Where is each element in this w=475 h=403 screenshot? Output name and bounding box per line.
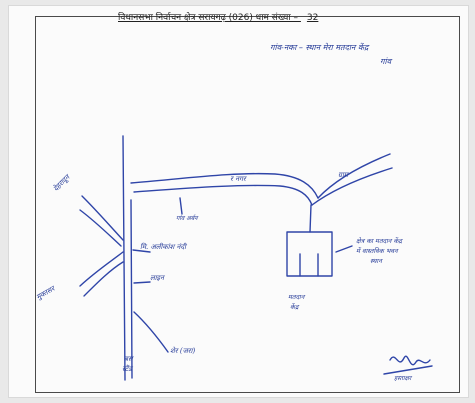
building-note-2: में वास्तविक भवन bbox=[356, 247, 398, 255]
title-text: विधानसभा निर्वाचन क्षेत्र सरायगढ़ (026) … bbox=[118, 13, 301, 23]
main-road-line bbox=[122, 135, 126, 381]
road-label-top-1: र नगर bbox=[230, 175, 246, 183]
mid-branch bbox=[132, 249, 151, 253]
left-road-lower bbox=[83, 261, 124, 297]
signature-underline bbox=[383, 365, 433, 375]
left-branch-2 bbox=[79, 209, 122, 247]
top-right-note-1: गांव-नका – स्थान मेरा मतदान केंद्र bbox=[270, 43, 369, 52]
map-frame bbox=[35, 16, 460, 393]
polling-booth-building bbox=[286, 231, 333, 277]
note-arrow bbox=[335, 245, 353, 253]
top-road-lower bbox=[133, 184, 313, 206]
road-label-top-2: ग्राम bbox=[338, 171, 348, 179]
right-branch-upper bbox=[317, 153, 391, 199]
top-road-upper bbox=[130, 172, 319, 199]
building-door bbox=[299, 253, 319, 277]
document-title: विधानसभा निर्वाचन क्षेत्र सरायगढ़ (026) … bbox=[118, 10, 318, 23]
left-branch-1 bbox=[81, 195, 124, 241]
branch-label-mid: गांव अर्बन bbox=[176, 215, 198, 222]
building-connector bbox=[309, 204, 312, 233]
bottom-branch bbox=[133, 311, 169, 353]
building-note-1: क्षेत्र का मतदान केंद्र bbox=[356, 237, 402, 245]
bottom-left-label-2: स्टैंड bbox=[122, 365, 132, 373]
building-caption-1: मतदान bbox=[288, 293, 305, 301]
village-label: मि. अलीकांश नंदी bbox=[140, 243, 186, 251]
main-road-line-2 bbox=[130, 199, 133, 379]
right-branch-lower bbox=[311, 167, 393, 206]
bottom-branch-label: शेर (जरा) bbox=[170, 347, 196, 355]
building-caption-2: केंद्र bbox=[290, 303, 299, 311]
page-number: 32 bbox=[306, 13, 319, 23]
side-note-pointer bbox=[179, 197, 183, 215]
document-sheet bbox=[8, 5, 469, 398]
top-right-note-2: गांव bbox=[380, 57, 392, 66]
side-note: लाइन bbox=[150, 274, 164, 282]
bottom-left-label-1: बस bbox=[124, 355, 133, 363]
signature: हस्ताक्षर bbox=[394, 375, 412, 382]
building-note-3: स्थान bbox=[370, 257, 382, 265]
left-road-upper bbox=[79, 251, 124, 287]
signature-scribble bbox=[389, 355, 431, 366]
lower-branch bbox=[133, 281, 151, 284]
